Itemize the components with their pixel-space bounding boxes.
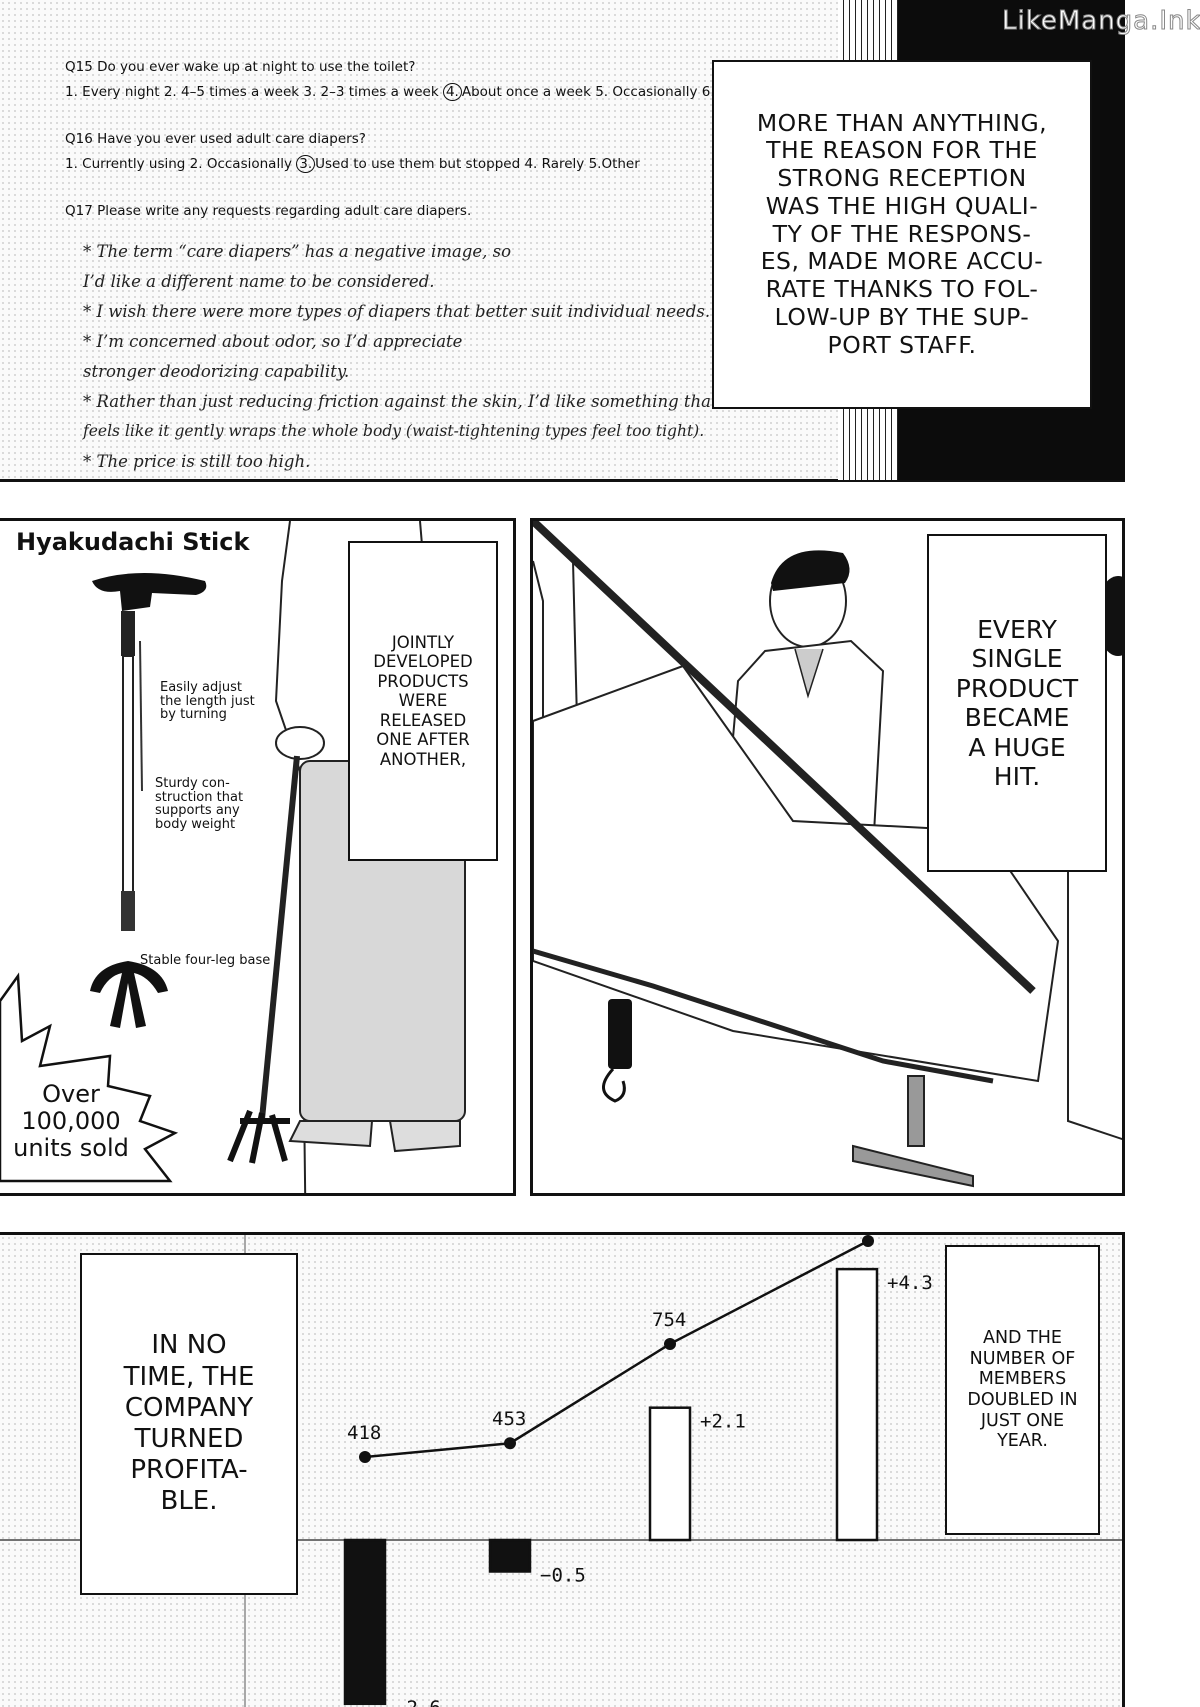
members-label: 1060 xyxy=(798,1235,844,1238)
members-point xyxy=(862,1235,874,1247)
chart-panel: −2.6 −0.5 +2.1 +4.3 418 453 754 1060 IN NO TIM… xyxy=(0,1232,1125,1707)
members-label: 754 xyxy=(652,1309,686,1331)
members-point xyxy=(359,1451,371,1463)
anno-adjust: Easily adjust the length just by turning xyxy=(160,680,255,723)
reception-text: MORE THAN ANYTHING, THE REASON FOR THE S… xyxy=(756,108,1048,359)
q17-line: * Rather than just reducing friction aga… xyxy=(83,392,718,411)
q17-line: * The term “care diapers” has a negative… xyxy=(83,242,512,261)
q16-question: Q16 Have you ever used adult care diaper… xyxy=(65,131,366,147)
jointly-text: JOINTLY DEVELOPED PRODUCTS WERE RELEASED… xyxy=(373,632,473,769)
q17-line: feels like it gently wraps the whole bod… xyxy=(83,422,705,440)
q15-options: 1. Every night 2. 4–5 times a week 3. 2–… xyxy=(65,83,736,101)
profit-label: −2.6 xyxy=(395,1697,441,1707)
q17-line: * I wish there were more types of diaper… xyxy=(83,302,711,321)
members-point xyxy=(664,1337,676,1350)
profit-bar xyxy=(835,1267,879,1542)
q17-line: I’d like a different name to be consider… xyxy=(83,272,435,291)
q17-line: * I’m concerned about odor, so I’d appre… xyxy=(83,332,463,351)
bed-panel: EVERY SINGLE PRODUCT BECAME A HUGE HIT. xyxy=(530,518,1125,1196)
profit-label: −0.5 xyxy=(540,1565,586,1587)
members-line xyxy=(364,1239,869,1459)
profit-label: +2.1 xyxy=(700,1411,746,1433)
jointly-caption: JOINTLY DEVELOPED PRODUCTS WERE RELEASED… xyxy=(348,541,498,861)
members-caption: AND THE NUMBER OF MEMBERS DOUBLED IN JUS… xyxy=(945,1245,1100,1535)
stick-panel: Hyakudachi Stick Easily adjust the lengt… xyxy=(0,518,516,1196)
hit-caption: EVERY SINGLE PRODUCT BECAME A HUGE HIT. xyxy=(927,534,1107,872)
profit-bar xyxy=(648,1406,692,1542)
members-text: AND THE NUMBER OF MEMBERS DOUBLED IN JUS… xyxy=(967,1328,1078,1452)
q15-circled-answer: 4. xyxy=(442,83,462,101)
q17-line: stronger deodorizing capability. xyxy=(83,362,350,381)
stick-title: Hyakudachi Stick xyxy=(16,528,250,556)
members-point xyxy=(504,1437,516,1450)
q16-options-before: 1. Currently using 2. Occasionally xyxy=(65,156,292,172)
bed-illustration xyxy=(533,521,1122,1188)
profit-label: +4.3 xyxy=(887,1272,933,1294)
q16-options-after: Used to use them but stopped 4. Rarely 5… xyxy=(315,156,640,172)
q15-options-after: About once a week 5. Occasionally 6. Ra xyxy=(461,84,737,100)
anno-base: Stable four-leg base xyxy=(140,953,271,968)
q15-options-before: 1. Every night 2. 4–5 times a week 3. 2–… xyxy=(65,84,439,100)
members-label: 418 xyxy=(347,1422,381,1444)
members-label: 453 xyxy=(492,1408,526,1430)
q17-question: Q17 Please write any requests regarding … xyxy=(65,203,472,219)
anno-sturdy: Sturdy con- struction that supports any … xyxy=(155,776,244,832)
q16-options: 1. Currently using 2. Occasionally 3.Use… xyxy=(65,155,640,173)
members-profit-chart: −2.6 −0.5 +2.1 +4.3 418 453 754 1060 xyxy=(0,1235,1122,1707)
q16-circled-answer: 3. xyxy=(296,155,316,173)
units-sold: Over 100,000 units sold xyxy=(13,1080,129,1162)
q17-line: * The price is still too high. xyxy=(83,452,311,471)
reception-caption: MORE THAN ANYTHING, THE REASON FOR THE S… xyxy=(712,60,1092,409)
q15-question: Q15 Do you ever wake up at night to use … xyxy=(65,59,416,75)
profitable-caption: IN NO TIME, THE COMPANY TURNED PROFITA- … xyxy=(80,1253,298,1595)
hit-text: EVERY SINGLE PRODUCT BECAME A HUGE HIT. xyxy=(955,614,1079,792)
profit-bar xyxy=(343,1538,387,1706)
watermark: LikeManga.Ink xyxy=(1002,6,1200,37)
profit-bar xyxy=(488,1538,532,1573)
profitable-text: IN NO TIME, THE COMPANY TURNED PROFITA- … xyxy=(123,1330,255,1517)
